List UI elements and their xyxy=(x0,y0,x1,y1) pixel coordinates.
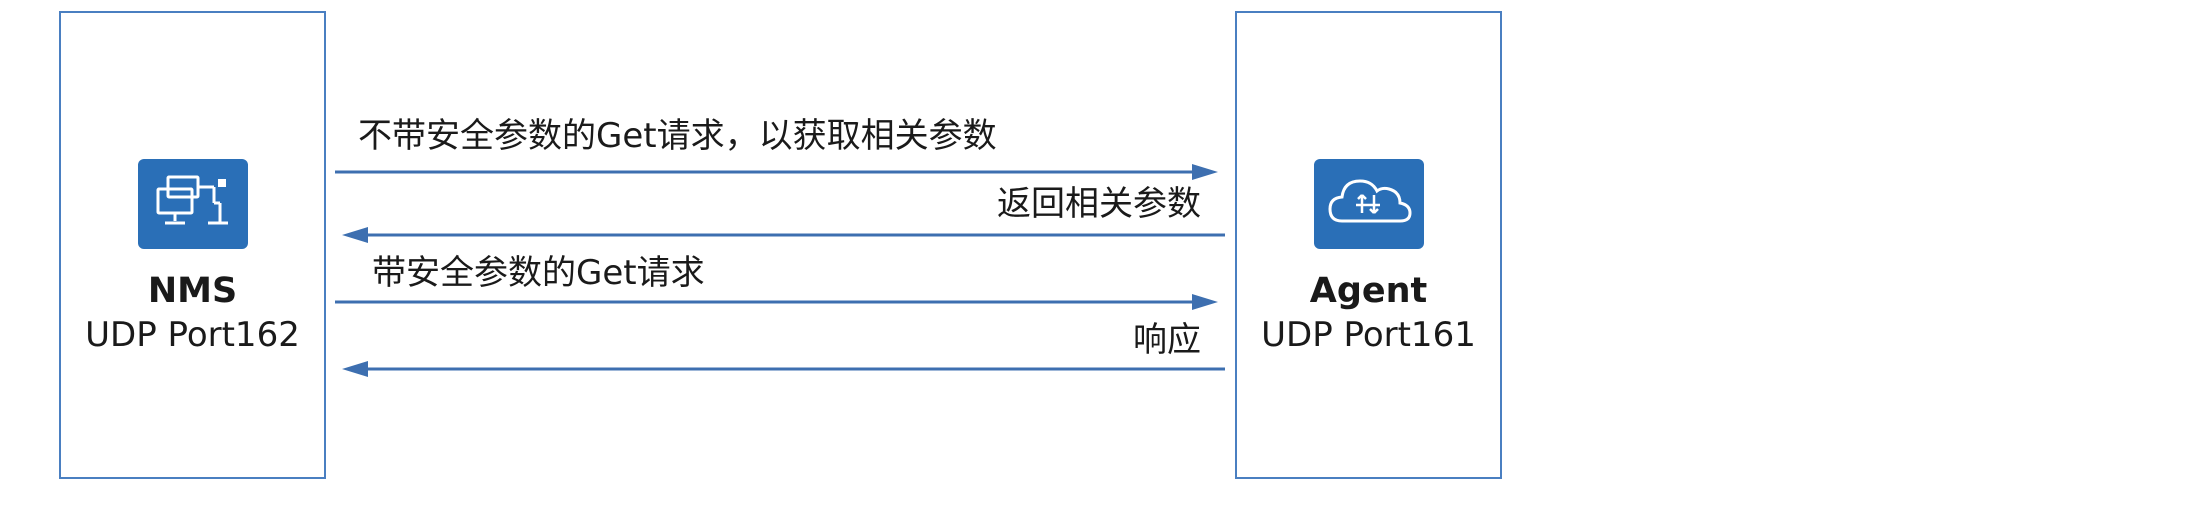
nms-node: NMS UDP Port162 xyxy=(59,11,326,479)
nms-port: UDP Port162 xyxy=(85,315,300,355)
message-4-label: 响应 xyxy=(1133,320,1201,360)
agent-name: Agent xyxy=(1309,271,1428,311)
message-3-label: 带安全参数的Get请求 xyxy=(372,253,705,293)
nms-name: NMS xyxy=(147,271,238,311)
arrow-1-head xyxy=(1192,164,1218,180)
agent-node: Agent UDP Port161 xyxy=(1235,11,1502,479)
agent-port: UDP Port161 xyxy=(1261,315,1476,355)
arrow-4-head xyxy=(342,361,368,377)
arrow-2-head xyxy=(342,227,368,243)
message-1-label: 不带安全参数的Get请求，以获取相关参数 xyxy=(358,116,997,156)
arrow-3-head xyxy=(1192,294,1218,310)
message-2-label: 返回相关参数 xyxy=(997,184,1201,224)
cloud-router-icon xyxy=(1313,159,1424,249)
network-management-station-icon xyxy=(137,159,248,249)
